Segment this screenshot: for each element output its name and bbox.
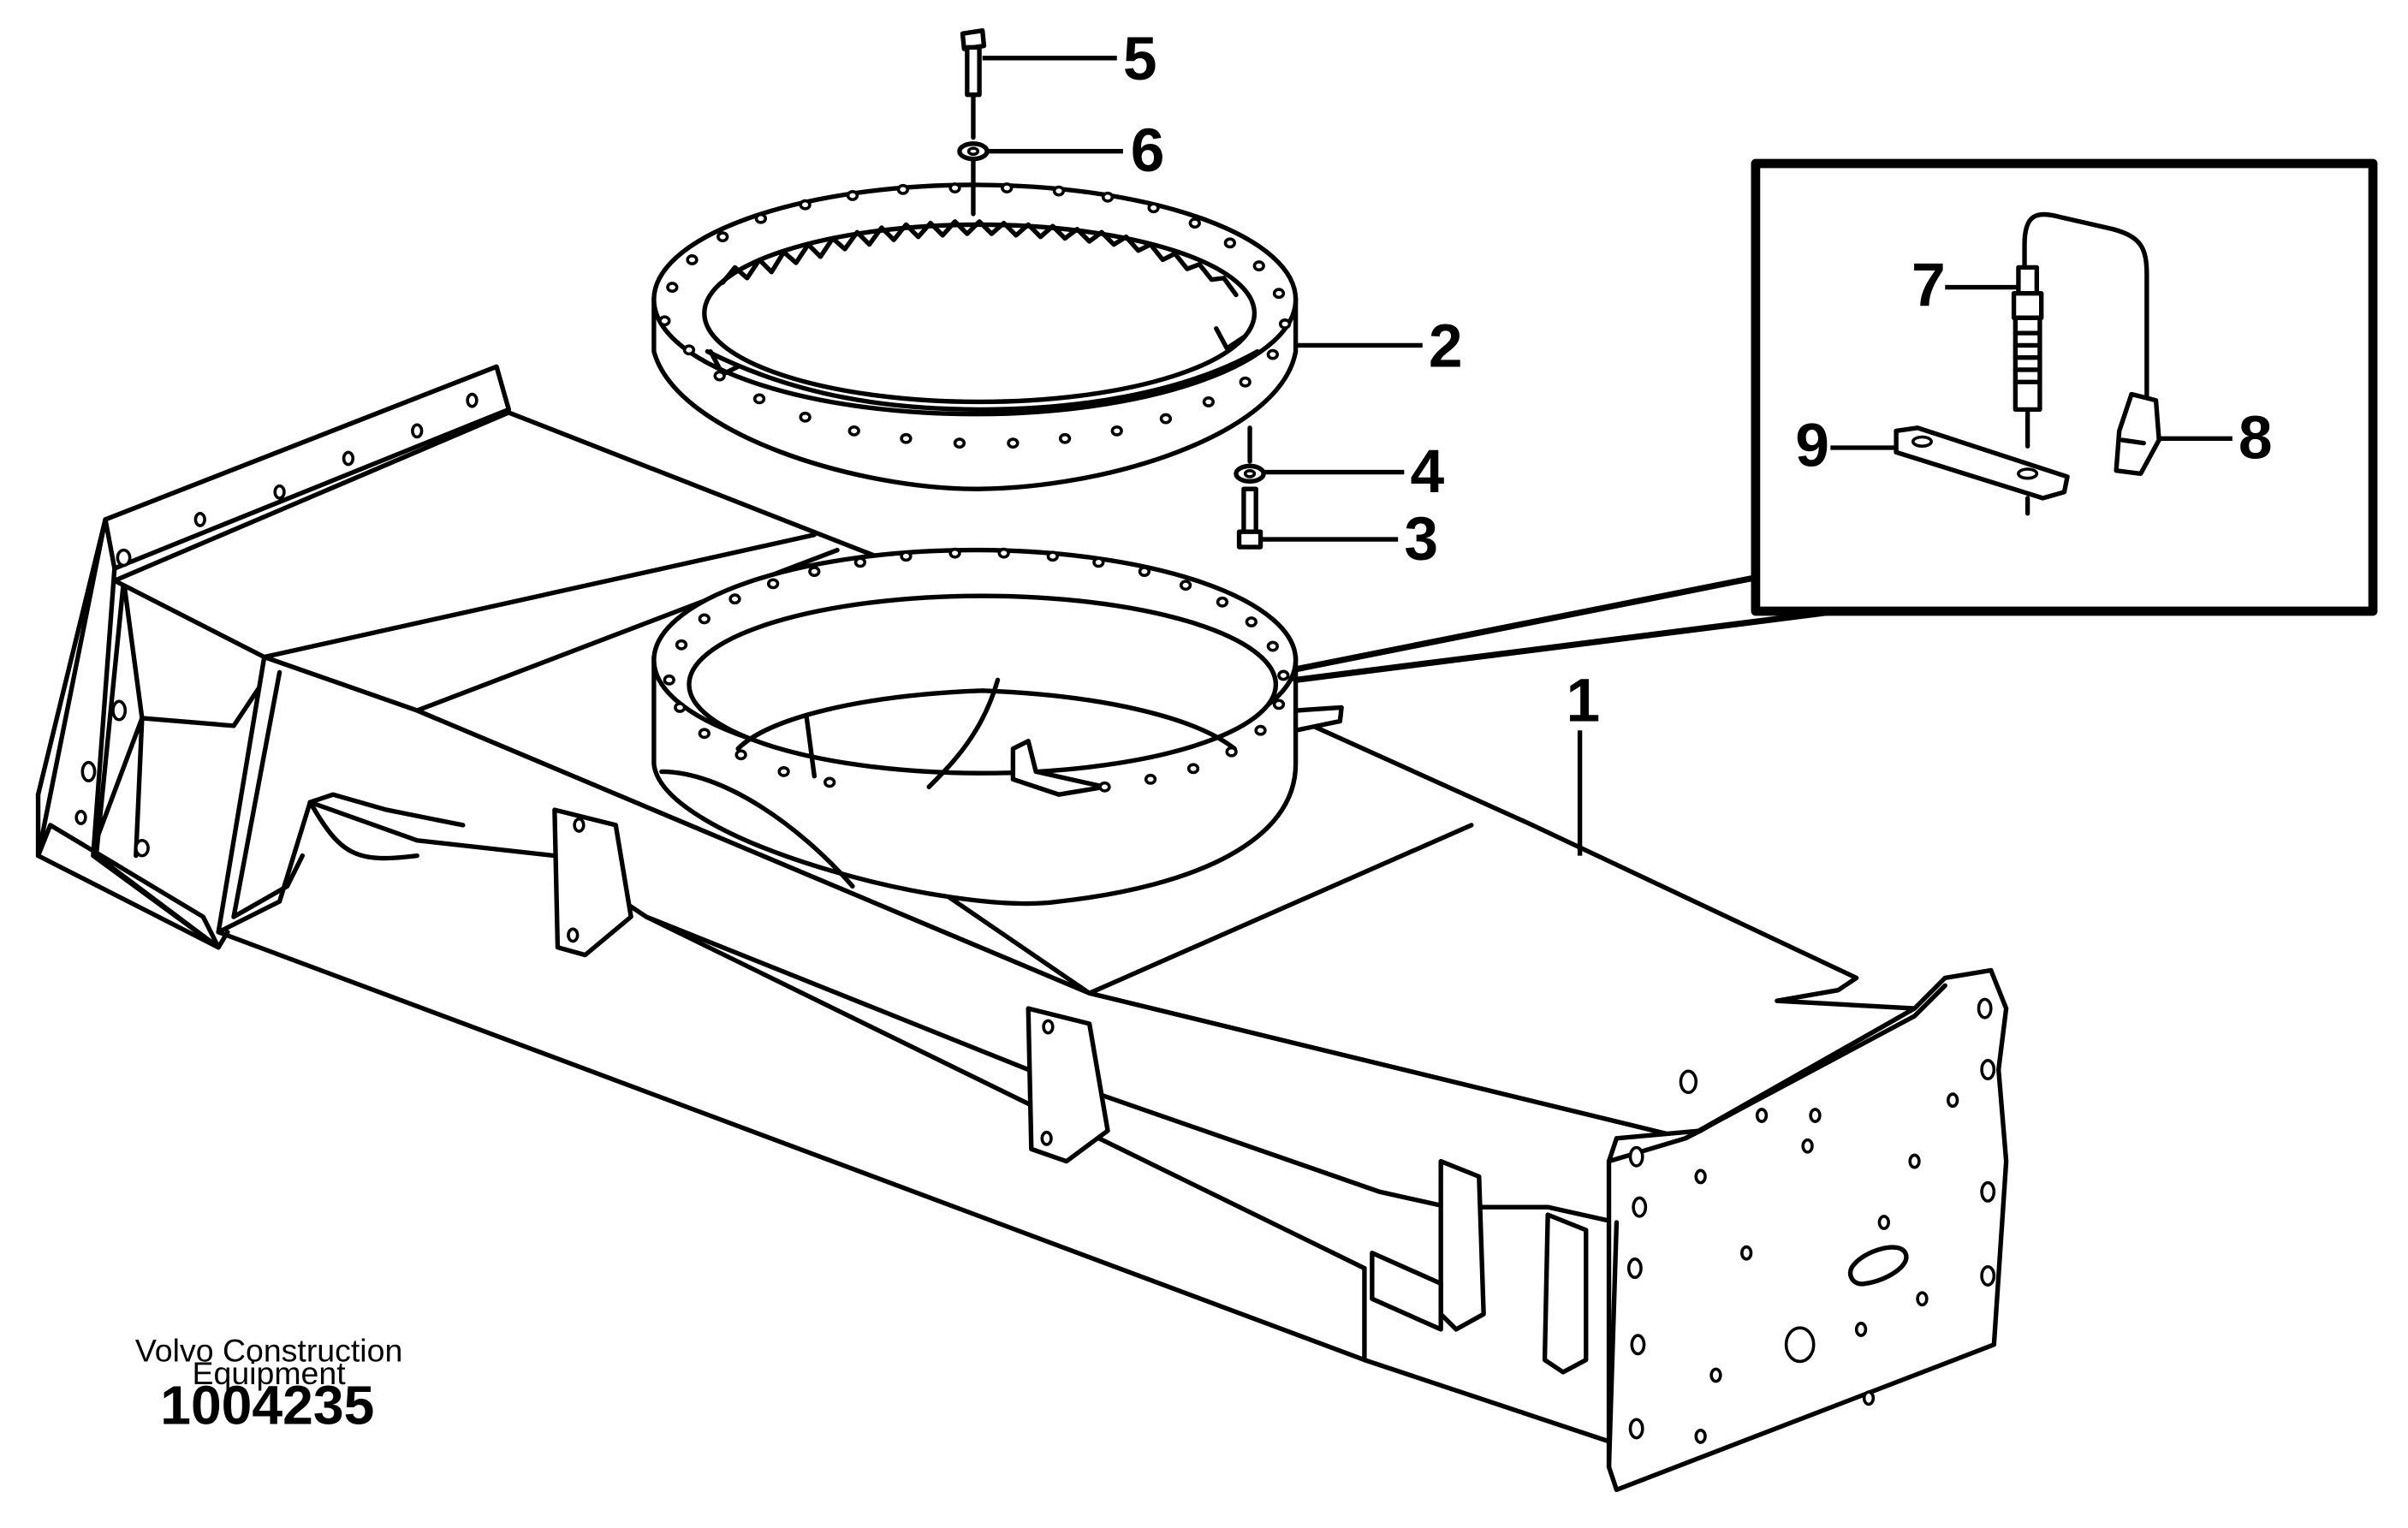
bracket-plate-part-9: [1894, 425, 2070, 516]
credit-line-2: Equipment: [193, 1355, 347, 1391]
callout-8: 8: [2239, 404, 2273, 473]
frame-bracket-right-b: [1542, 1212, 1589, 1375]
callout-3: 3: [1404, 504, 1438, 573]
callout-4: 4: [1410, 437, 1444, 506]
bearing-seat-ring: [651, 547, 1344, 907]
callout-5: 5: [1123, 25, 1157, 93]
callout-labels: 5 6 2 4 3 1 7 8 9: [1123, 25, 2273, 735]
callout-7: 7: [1912, 251, 1946, 319]
bolt-part-3: [1236, 486, 1263, 550]
washer-part-6: [957, 141, 990, 217]
leader-lines: [982, 56, 2233, 856]
sensor-part-7: [2011, 211, 2149, 449]
bolt-part-5: [960, 28, 987, 140]
left-plate-holes: [74, 392, 1055, 1146]
slew-ring-holes: [658, 182, 1292, 449]
washer-part-4: [1234, 425, 1266, 484]
credit-line-1: Volvo Construction: [135, 1332, 402, 1368]
drawing-credit: Volvo Construction Equipment 1004235: [135, 1332, 402, 1436]
sensor-detail-box: [1293, 158, 2378, 683]
document-number: 1004235: [160, 1375, 374, 1436]
right-plate-slot: [1847, 1245, 1909, 1287]
frame-bracket-left: [552, 807, 633, 958]
frame-bracket-right-a: [1438, 1158, 1486, 1332]
bearing-seat-holes: [663, 547, 1290, 793]
callout-6: 6: [1131, 116, 1165, 185]
frame-bracket-middle: [1026, 1006, 1110, 1164]
callout-1: 1: [1567, 667, 1601, 735]
right-plate-holes: [1626, 997, 1996, 1444]
callout-2: 2: [1429, 312, 1463, 380]
callout-9: 9: [1795, 411, 1829, 479]
connector-part-8: [2114, 391, 2161, 477]
frame-part-1: [35, 364, 2009, 1493]
slew-ring-part-2: [651, 182, 1299, 491]
